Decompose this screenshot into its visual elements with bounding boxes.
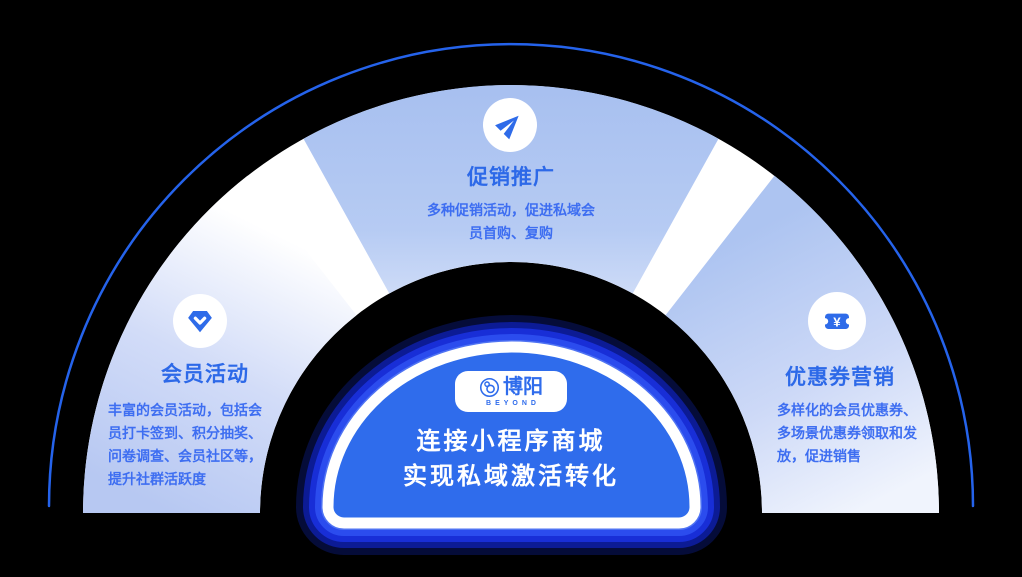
sector-member-activity [83, 175, 357, 513]
promotion-description: 多种促销活动，促进私域会 员首购、复购 [411, 199, 611, 245]
sector-promotion [303, 85, 719, 294]
dome-slogan-line-2: 实现私域激活转化 [403, 463, 619, 490]
promotion-icon-circle [483, 98, 537, 152]
brand-name-en: BEYOND [486, 399, 540, 407]
coupon-icon-circle: ¥ [808, 292, 866, 350]
member-activity-desc-line: 提升社群活跃度 [108, 471, 206, 487]
coupon-desc-line: 放，促进销售 [777, 448, 861, 464]
promotion-title: 促销推广 [467, 166, 555, 189]
promotion-desc-line: 多种促销活动，促进私域会 [427, 202, 595, 218]
outer-ring-arc [47, 42, 975, 508]
paper-plane-icon [495, 115, 519, 140]
beyond-logo-icon [479, 377, 500, 397]
diamond-icon [188, 311, 212, 333]
member-activity-icon-circle [173, 294, 227, 348]
yen-glyph: ¥ [833, 314, 841, 329]
brand-name-cn: 博阳 [503, 376, 543, 398]
coupon-desc-line: 多样化的会员优惠券、 [777, 402, 917, 418]
dome-slogan-line-1: 连接小程序商城 [416, 428, 606, 455]
brand-logo-pill: 博阳 BEYOND [455, 371, 567, 412]
member-activity-description: 丰富的会员活动，包括会 员打卡签到、积分抽奖、 问卷调查、会员社区等， 提升社群… [108, 399, 278, 491]
coupon-icon: ¥ [821, 313, 853, 329]
coupon-title: 优惠券营销 [785, 366, 895, 389]
brand-logo-row: 博阳 [479, 377, 543, 398]
member-activity-desc-line: 问卷调查、会员社区等， [108, 448, 262, 464]
arch-base [83, 85, 939, 513]
sector-coupon-marketing [665, 175, 939, 513]
dome [322, 341, 701, 529]
coupon-description: 多样化的会员优惠券、 多场景优惠券领取和发 放，促进销售 [777, 399, 937, 468]
member-activity-desc-line: 员打卡签到、积分抽奖、 [108, 425, 262, 441]
member-activity-title: 会员活动 [161, 363, 249, 386]
member-activity-desc-line: 丰富的会员活动，包括会 [108, 402, 262, 418]
coupon-desc-line: 多场景优惠券领取和发 [777, 425, 917, 441]
promotion-desc-line: 员首购、复购 [469, 225, 553, 241]
